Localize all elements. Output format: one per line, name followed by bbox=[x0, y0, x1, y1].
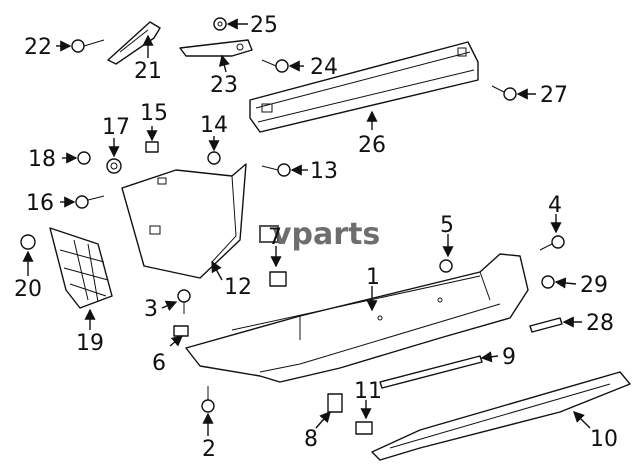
bolt-27 bbox=[491, 85, 517, 101]
part-28-reflector bbox=[529, 317, 563, 333]
clip-11 bbox=[355, 421, 373, 435]
leader-lines bbox=[22, 18, 591, 436]
callout-23: 23 bbox=[210, 73, 238, 98]
callout-22: 22 bbox=[24, 35, 52, 60]
watermark: vparts bbox=[259, 217, 380, 252]
bolt-13 bbox=[261, 163, 291, 177]
bolt-3 bbox=[177, 289, 191, 314]
callout-15: 15 bbox=[140, 101, 168, 126]
part-26-reinforcement bbox=[249, 41, 479, 133]
callout-18: 18 bbox=[28, 147, 56, 172]
callout-4: 4 bbox=[548, 193, 562, 218]
callout-13: 13 bbox=[310, 159, 338, 184]
part-9-strip bbox=[379, 355, 483, 389]
callout-2: 2 bbox=[202, 437, 216, 462]
callout-29: 29 bbox=[580, 273, 608, 298]
callout-14: 14 bbox=[200, 113, 228, 138]
clip-25 bbox=[213, 17, 227, 31]
clip-17 bbox=[106, 158, 122, 174]
callout-5: 5 bbox=[440, 213, 454, 238]
part-23-bracket bbox=[179, 39, 253, 57]
fasteners bbox=[20, 17, 565, 435]
callout-1: 1 bbox=[366, 265, 380, 290]
part-1-bumper-cover bbox=[185, 253, 529, 383]
callout-26: 26 bbox=[358, 133, 386, 158]
callout-20: 20 bbox=[14, 277, 42, 302]
callout-27: 27 bbox=[540, 83, 568, 108]
bolt-24 bbox=[261, 59, 289, 73]
bolt-2 bbox=[201, 386, 215, 413]
part-19-bracket bbox=[49, 227, 113, 309]
clip-14 bbox=[207, 151, 221, 165]
clip-7 bbox=[269, 271, 287, 287]
watermark-text: vparts bbox=[272, 217, 380, 252]
part-21-bracket bbox=[107, 21, 161, 65]
callout-28: 28 bbox=[586, 311, 614, 336]
callout-8: 8 bbox=[304, 427, 318, 452]
bolt-22 bbox=[71, 39, 105, 53]
callout-12: 12 bbox=[224, 275, 252, 300]
callout-7: 7 bbox=[268, 225, 282, 250]
bolt-4 bbox=[539, 235, 565, 251]
bolt-29 bbox=[541, 275, 555, 289]
callout-19: 19 bbox=[76, 331, 104, 356]
callout-21: 21 bbox=[134, 59, 162, 84]
clip-5 bbox=[439, 259, 453, 273]
callout-17: 17 bbox=[102, 115, 130, 140]
callout-16: 16 bbox=[26, 191, 54, 216]
clip-6 bbox=[173, 325, 189, 337]
clip-18 bbox=[77, 151, 91, 165]
callout-24: 24 bbox=[310, 55, 338, 80]
callout-9: 9 bbox=[502, 345, 516, 370]
callout-6: 6 bbox=[152, 351, 166, 376]
callout-11: 11 bbox=[354, 379, 382, 404]
bolt-16 bbox=[75, 195, 105, 209]
callout-3: 3 bbox=[144, 297, 158, 322]
clip-15 bbox=[145, 141, 159, 153]
clip-8 bbox=[327, 393, 343, 413]
callout-25: 25 bbox=[250, 13, 278, 38]
part-10-valance bbox=[371, 371, 631, 461]
part-12-retainer bbox=[121, 163, 247, 279]
clip-20 bbox=[20, 234, 36, 250]
callout-numbers: 1 2 3 4 5 6 7 8 9 10 11 12 13 14 15 16 1… bbox=[14, 13, 618, 462]
callout-10: 10 bbox=[590, 427, 618, 452]
